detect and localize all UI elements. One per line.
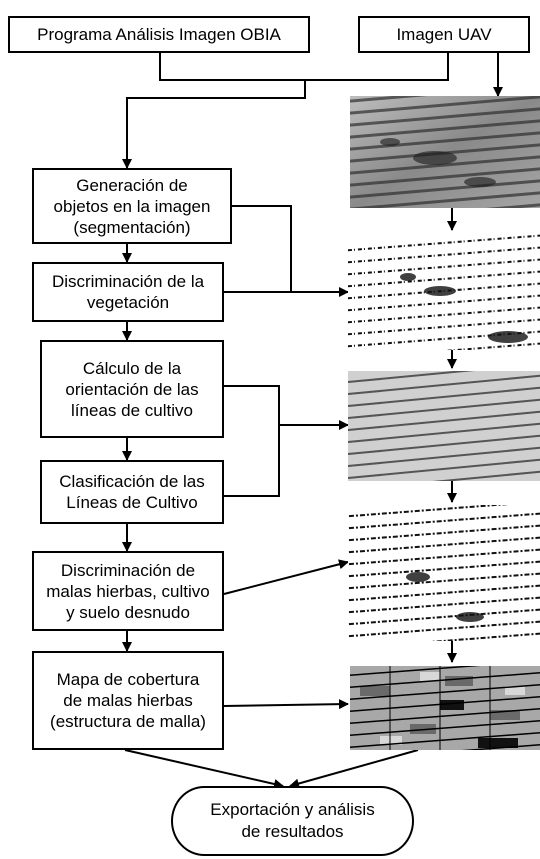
step-weed-discrimination: Discriminación de malas hierbas, cultivo… bbox=[32, 551, 224, 631]
connector-step1-to-img2 bbox=[232, 205, 292, 292]
uav-image bbox=[350, 96, 540, 208]
step-weed-discrimination-label: Discriminación de malas hierbas, cultivo… bbox=[46, 560, 210, 622]
connector-step5-to-img4 bbox=[223, 559, 349, 595]
uav-image-box-label: Imagen UAV bbox=[396, 25, 492, 44]
step-segmentation: Generación de objetos en la imagen (segm… bbox=[32, 168, 232, 244]
connector-img5-to-output bbox=[289, 749, 419, 789]
step-crop-lines: Clasificación de las Líneas de Cultivo bbox=[40, 460, 224, 524]
output-label: Exportación y análisis de resultados bbox=[210, 800, 375, 841]
step-vegetation: Discriminación de la vegetación bbox=[32, 262, 224, 322]
weed-cover-grid-map bbox=[350, 666, 540, 750]
program-box-label: Programa Análisis Imagen OBIA bbox=[37, 25, 281, 44]
output-oval: Exportación y análisis de resultados bbox=[171, 786, 414, 856]
uav-image-box: Imagen UAV bbox=[358, 16, 530, 53]
connector-step3-step4-to-img3 bbox=[224, 385, 280, 497]
step-segmentation-label: Generación de objetos en la imagen (segm… bbox=[53, 175, 211, 237]
step-orientation: Cálculo de la orientación de las líneas … bbox=[40, 340, 224, 438]
step-vegetation-label: Discriminación de la vegetación bbox=[51, 272, 205, 312]
segmented-image bbox=[348, 233, 540, 350]
connector-program-merge bbox=[159, 52, 449, 81]
step-weed-map-label: Mapa de cobertura de malas hierbas (estr… bbox=[50, 670, 206, 731]
step-crop-lines-label: Clasificación de las Líneas de Cultivo bbox=[59, 472, 205, 512]
step-orientation-label: Cálculo de la orientación de las líneas … bbox=[65, 358, 199, 420]
connector-merge-down bbox=[122, 80, 306, 169]
step-weed-map: Mapa de cobertura de malas hierbas (estr… bbox=[32, 651, 224, 750]
connector-step6-to-img5 bbox=[223, 699, 349, 710]
connector-step6-to-output bbox=[124, 749, 284, 789]
crop-lines-image bbox=[348, 505, 540, 641]
program-box: Programa Análisis Imagen OBIA bbox=[8, 16, 310, 53]
vegetation-image bbox=[348, 371, 540, 481]
